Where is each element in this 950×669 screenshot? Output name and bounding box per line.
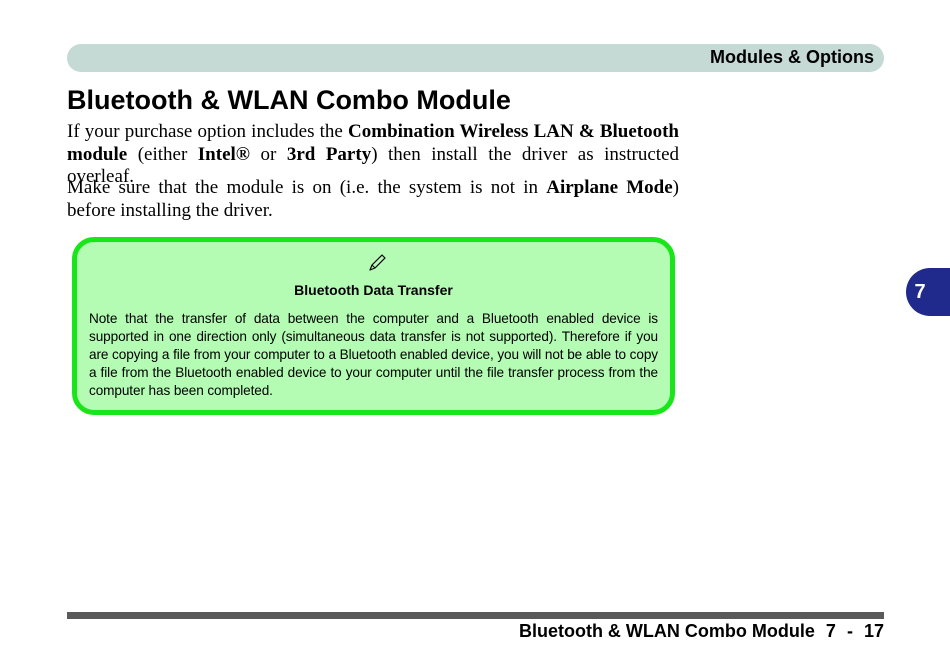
para1-text-3: or (249, 143, 287, 165)
page-footer: Bluetooth & WLAN Combo Module 7 - 17 (519, 620, 884, 642)
para1-text-4: ) then install the driver as instructed … (67, 143, 680, 188)
note-box: Bluetooth Data Transfer Note that the tr… (72, 237, 675, 415)
para1-bold-intel: Intel® (197, 143, 250, 165)
footer-page-number: 17 (863, 621, 884, 641)
para2-bold-airplane-mode: Airplane Mode (546, 177, 673, 198)
para1-bold-3rd-party: 3rd Party (286, 143, 372, 165)
note-text: Note that the transfer of data between t… (89, 311, 658, 398)
note-title: Bluetooth Data Transfer (294, 282, 453, 298)
para2-text-2: ) before installing the driver. (67, 177, 679, 221)
section-title: Modules & Options (710, 47, 874, 67)
footer-title: Bluetooth & WLAN Combo Module (518, 621, 815, 641)
intro-paragraph: If your purchase option includes the Com… (67, 121, 679, 189)
para1-text-2: (either (127, 143, 198, 165)
footer-chapter: 7 (825, 621, 836, 641)
chapter-number: 7 (914, 281, 926, 303)
page-title: Bluetooth & WLAN Combo Module (67, 85, 511, 115)
para1-bold-module: Combination Wireless LAN & Bluetooth mod… (67, 121, 679, 165)
header-bar: Modules & Options (67, 44, 884, 72)
footer-rule (67, 612, 884, 619)
chapter-tab: 7 (906, 268, 950, 316)
airplane-mode-paragraph: Make sure that the module is on (i.e. th… (67, 177, 679, 222)
para2-text-1: Make sure that the module is on (i.e. th… (67, 177, 547, 198)
footer-separator: - (846, 621, 853, 641)
pencil-icon (369, 254, 386, 271)
para1-text-1: If your purchase option includes the (67, 121, 349, 142)
